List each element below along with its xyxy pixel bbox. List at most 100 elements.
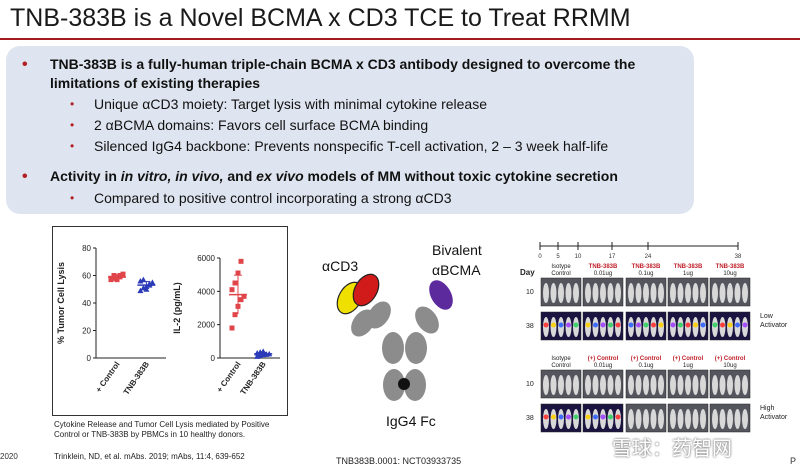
bullet-italic: ex vivo <box>256 168 304 184</box>
data-point-tnb <box>143 286 150 292</box>
data-point-control <box>120 271 126 277</box>
group-dose: Control <box>551 363 570 369</box>
bioluminescence-signal <box>643 322 649 328</box>
timeline-label: 17 <box>609 254 616 260</box>
mouse-silhouette <box>635 283 642 303</box>
data-point-control <box>229 325 235 331</box>
bullet-text: Compared to positive control incorporati… <box>94 190 452 206</box>
activator-label: Activator <box>760 322 788 329</box>
bullet-main-1: • TNB-383B is a fully-human triple-chain… <box>22 55 680 93</box>
row-day-label: 38 <box>526 415 534 422</box>
bioluminescence-signal <box>566 322 571 328</box>
bioluminescence-signal <box>615 414 621 420</box>
bullet-text: Silenced IgG4 backbone: Prevents nonspec… <box>94 138 609 154</box>
bullet-sub-4: • Compared to positive control incorpora… <box>70 189 452 208</box>
mouse-silhouette <box>742 409 748 429</box>
mouse-silhouette <box>550 375 557 395</box>
bioluminescence-signal <box>742 322 748 328</box>
bullet-text: Unique αCD3 moiety: Target lysis with mi… <box>94 96 487 112</box>
mouse-silhouette <box>628 375 634 395</box>
mouse-silhouette <box>712 283 718 303</box>
antibody-structure <box>336 273 453 401</box>
y-tick-label: 0 <box>211 354 216 363</box>
bullet-sub-3: • Silenced IgG4 backbone: Prevents nonsp… <box>70 137 609 156</box>
mouse-silhouette <box>658 283 664 303</box>
mouse-silhouette <box>677 375 684 395</box>
bioluminescence-signal <box>685 322 691 328</box>
bullet-italic: in vitro, in vivo, <box>120 168 224 184</box>
bioluminescence-signal <box>615 322 621 328</box>
page-title: TNB-383B is a Novel BCMA x CD3 TCE to Tr… <box>10 4 631 32</box>
group-dose: 1ug <box>683 271 693 277</box>
mouse-silhouette <box>742 283 748 303</box>
y-tick-label: 80 <box>82 244 91 253</box>
mouse-silhouette <box>712 409 718 429</box>
mouse-silhouette <box>550 283 557 303</box>
group-label: (+) Control <box>588 356 619 362</box>
activator-label: High <box>760 405 775 412</box>
bioluminescence-signal <box>573 414 579 420</box>
group-dose: Control <box>551 271 570 277</box>
mouse-silhouette <box>543 375 549 395</box>
mouse-silhouette <box>643 375 649 395</box>
bioluminescence-signal <box>678 322 683 328</box>
mouse-silhouette <box>670 283 676 303</box>
mouse-silhouette <box>573 283 579 303</box>
bullet-dot: • <box>70 139 75 153</box>
y-tick-label: 60 <box>82 272 91 281</box>
bioluminescence-signal <box>628 322 634 328</box>
mouse-silhouette <box>600 283 606 303</box>
bioluminescence-signal <box>658 322 664 328</box>
mouse-silhouette <box>670 409 676 429</box>
timeline-label: 5 <box>556 254 560 260</box>
bullet-text: TNB-383B is a fully-human triple-chain B… <box>50 56 636 91</box>
heavy-chain-domain <box>415 306 439 334</box>
bullet-dot: • <box>70 191 75 205</box>
mouse-silhouette <box>658 375 664 395</box>
mouse-silhouette <box>558 283 564 303</box>
mouse-silhouette <box>727 283 733 303</box>
group-dose: 10ug <box>723 271 736 277</box>
footer-year: 2020 <box>0 452 18 461</box>
bioluminescence-signal <box>585 414 591 420</box>
scatter-figure <box>52 226 288 416</box>
heavy-chain-domain <box>367 301 391 329</box>
mouse-silhouette <box>734 409 741 429</box>
row-day-label: 10 <box>526 289 534 296</box>
mouse-silhouette <box>565 375 572 395</box>
mouse-silhouette <box>692 283 699 303</box>
silencing-mutation-dot <box>398 378 410 390</box>
bioluminescence-signal <box>585 322 591 328</box>
y-tick-label: 40 <box>82 299 91 308</box>
mouse-silhouette <box>635 409 642 429</box>
bioluminescence-signal <box>551 322 556 328</box>
bullet-dot: • <box>22 56 28 73</box>
mouse-silhouette <box>742 375 748 395</box>
data-point-control <box>229 287 235 293</box>
mouse-silhouette <box>558 375 564 395</box>
timeline-label: 24 <box>645 254 652 260</box>
fc-domain <box>382 332 404 364</box>
mouse-silhouette <box>700 375 706 395</box>
mouse-silhouette <box>734 283 741 303</box>
bioluminescence-signal <box>543 414 549 420</box>
bioluminescence-signal <box>551 414 556 420</box>
bioluminescence-signal <box>700 322 706 328</box>
bioluminescence-signal <box>735 322 740 328</box>
bivalent-label: Bivalent <box>432 242 482 258</box>
mouse-silhouette <box>543 283 549 303</box>
mouse-silhouette <box>700 283 706 303</box>
bioluminescence-signal <box>558 322 564 328</box>
mouse-silhouette <box>607 375 614 395</box>
y-tick-label: 0 <box>87 354 92 363</box>
timeline-label: 0 <box>538 254 542 260</box>
bullet-panel <box>6 46 694 214</box>
page-letter: P <box>790 456 797 466</box>
data-point-control <box>232 312 238 318</box>
group-dose: 0.1ug <box>638 363 653 369</box>
mouse-silhouette <box>615 283 621 303</box>
y-tick-label: 4000 <box>197 287 215 296</box>
mouse-silhouette <box>650 409 657 429</box>
